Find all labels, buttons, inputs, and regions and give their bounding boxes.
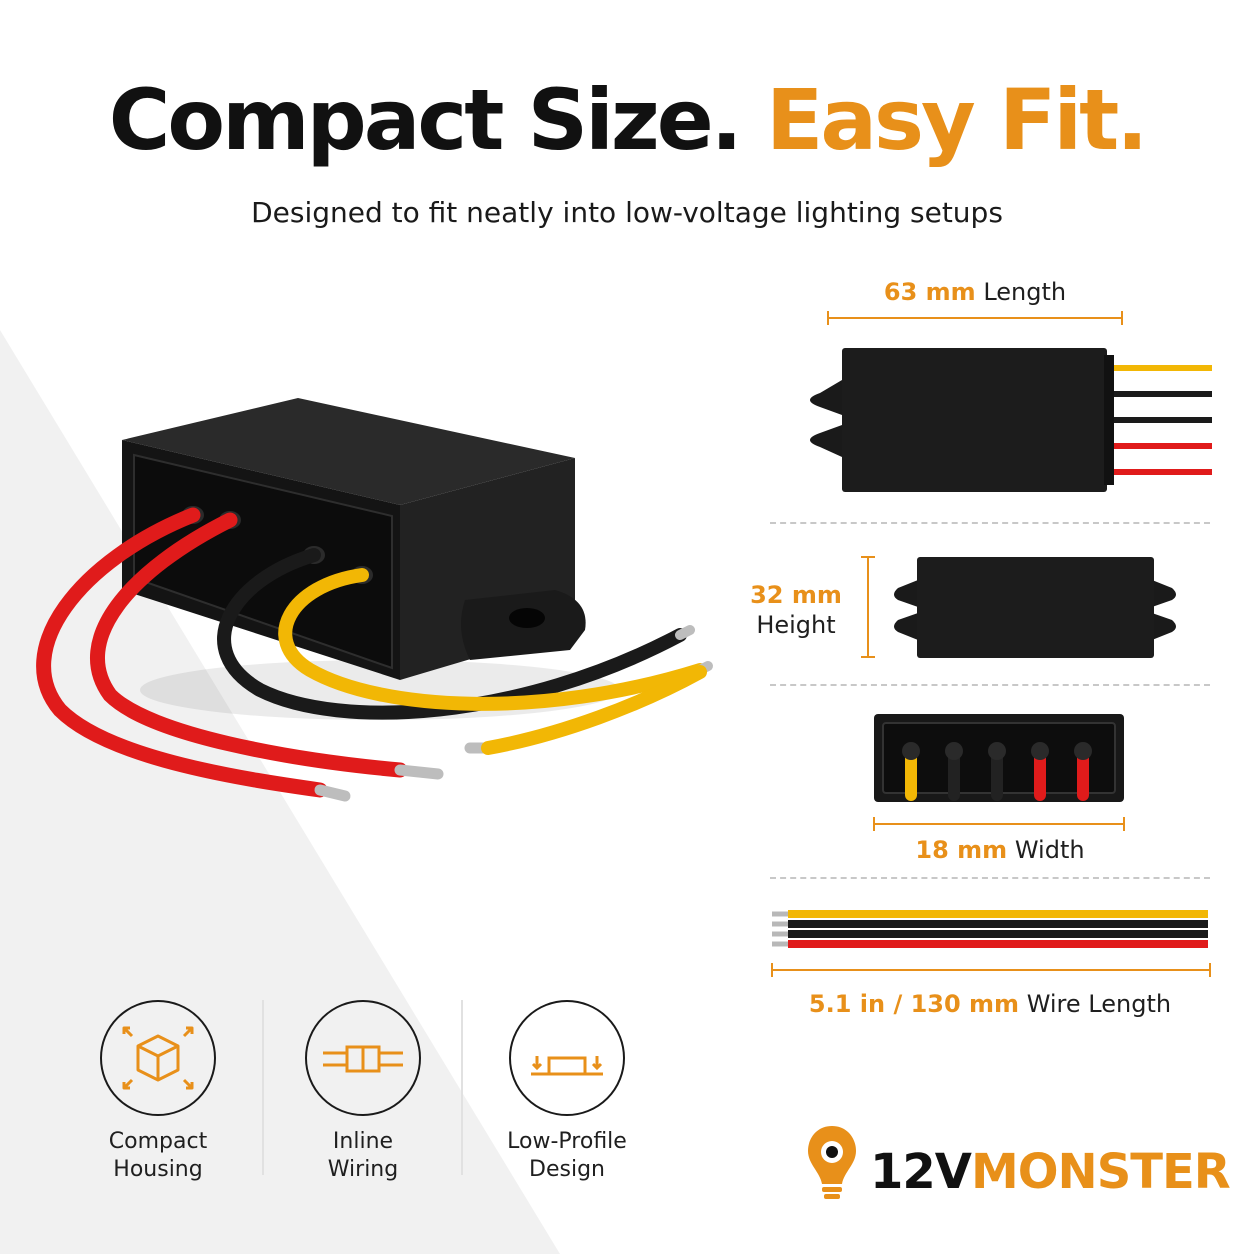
height-value: 32 mm bbox=[750, 581, 842, 609]
wire-length-text: Wire Length bbox=[1026, 990, 1172, 1018]
length-value: 63 mm bbox=[883, 278, 976, 306]
top-view-illustration bbox=[810, 348, 1212, 492]
wire-length-value: 5.1 in / 130 mm bbox=[808, 990, 1020, 1018]
title-part-2: Easy Fit. bbox=[765, 71, 1148, 169]
side-view-illustration bbox=[894, 557, 1176, 658]
height-dimension-line bbox=[861, 556, 875, 658]
feature-label-line1: Compact bbox=[108, 1129, 208, 1154]
feature-label-line2: Design bbox=[529, 1157, 605, 1182]
wire-illustration bbox=[772, 910, 1208, 948]
low-profile-icon bbox=[531, 1056, 603, 1076]
feature-compact-housing: Compact Housing bbox=[78, 1000, 238, 1184]
lightbulb-eye-icon bbox=[808, 1126, 856, 1199]
end-view-illustration bbox=[874, 714, 1124, 802]
brand-logo: 12VMONSTER bbox=[870, 1144, 1231, 1200]
height-label: 32 mm Height bbox=[735, 580, 857, 640]
wire-dimension-line bbox=[771, 963, 1211, 977]
feature-divider bbox=[461, 1000, 463, 1175]
brand-part-2: MONSTER bbox=[970, 1144, 1231, 1200]
cube-expand-icon bbox=[122, 1026, 194, 1090]
width-label: 18 mm Width bbox=[870, 836, 1130, 864]
feature-inline-wiring: Inline Wiring bbox=[283, 1000, 443, 1184]
width-dimension-line bbox=[873, 817, 1125, 831]
divider-2 bbox=[770, 684, 1210, 686]
feature-label-line1: Low-Profile bbox=[507, 1129, 627, 1154]
page-subtitle: Designed to fit neatly into low-voltage … bbox=[251, 196, 1003, 229]
divider-3 bbox=[770, 877, 1210, 879]
feature-divider bbox=[262, 1000, 264, 1175]
width-text: Width bbox=[1014, 836, 1085, 864]
inline-wire-icon bbox=[323, 1045, 403, 1073]
feature-label-line2: Wiring bbox=[327, 1157, 399, 1182]
feature-label-line2: Housing bbox=[113, 1157, 203, 1182]
length-dimension-line bbox=[827, 311, 1123, 325]
length-label: 63 mm Length bbox=[830, 278, 1120, 306]
feature-circle bbox=[305, 1000, 421, 1116]
height-text: Height bbox=[756, 611, 836, 639]
title-part-1: Compact Size. bbox=[108, 71, 743, 169]
brand-part-1: 12V bbox=[870, 1144, 972, 1200]
length-text: Length bbox=[983, 278, 1067, 306]
divider-1 bbox=[770, 522, 1210, 524]
page-title: Compact Size. Easy Fit. bbox=[0, 78, 1254, 162]
feature-circle bbox=[100, 1000, 216, 1116]
product-hero-image bbox=[36, 398, 713, 802]
wire-length-label: 5.1 in / 130 mm Wire Length bbox=[770, 990, 1210, 1018]
feature-label-line1: Inline bbox=[332, 1129, 394, 1154]
width-value: 18 mm bbox=[915, 836, 1008, 864]
feature-low-profile-design: Low-Profile Design bbox=[487, 1000, 647, 1184]
feature-circle bbox=[509, 1000, 625, 1116]
